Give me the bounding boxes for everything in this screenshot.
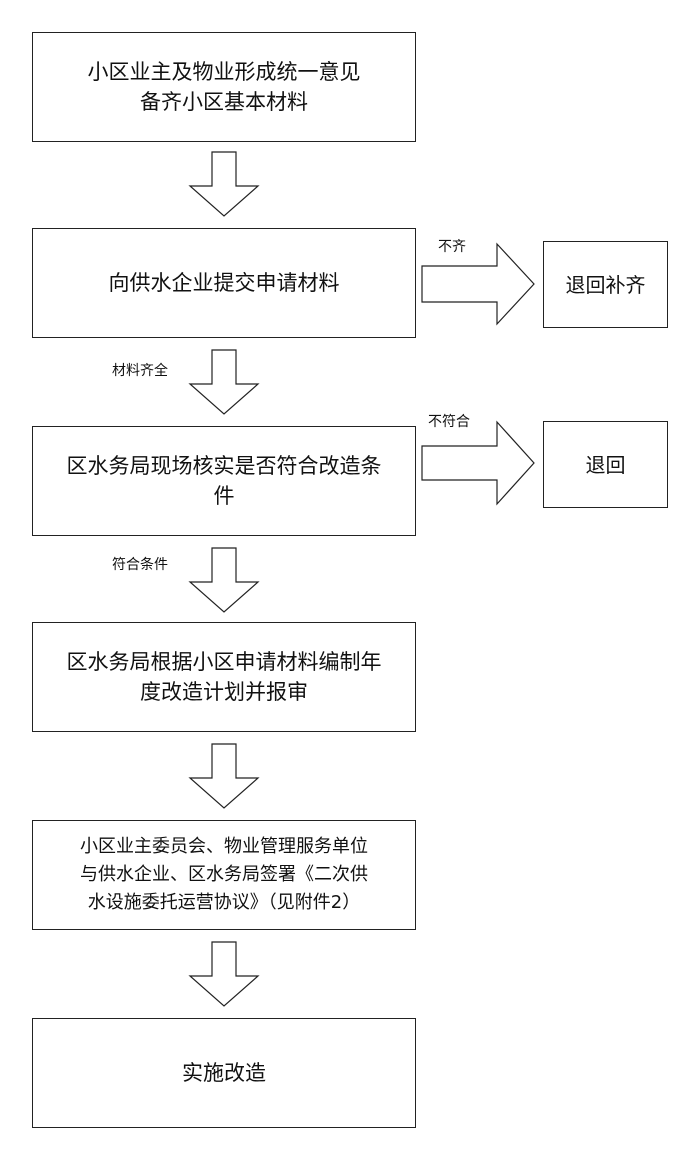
down-arrow-5: [188, 941, 260, 1007]
right-arrow-2: [421, 420, 535, 506]
step-6-line-1: 实施改造: [182, 1061, 266, 1085]
return-label: 退回: [585, 452, 626, 477]
step-5-line-3: 水设施委托运营协议》（见附件2）: [87, 892, 361, 913]
step-5-line-2: 与供水企业、区水务局签署《二次供: [80, 864, 368, 885]
step-3-line-2: 件: [213, 484, 235, 508]
down-arrow-3: [188, 547, 260, 613]
step-4-line-2: 度改造计划并报审: [140, 680, 308, 704]
down-arrow-2: [188, 349, 260, 415]
label-not-compliant: 不符合: [428, 414, 470, 430]
label-compliant: 符合条件: [112, 557, 168, 573]
label-complete: 材料齐全: [112, 363, 168, 379]
step-1-line-1: 小区业主及物业形成统一意见: [87, 60, 361, 84]
label-incomplete: 不齐: [438, 239, 466, 255]
step-6-box: 实施改造: [32, 1018, 416, 1128]
return-supplement-box: 退回补齐: [543, 241, 668, 328]
down-arrow-1: [188, 151, 260, 217]
down-arrow-4: [188, 743, 260, 809]
step-2-line-1: 向供水企业提交申请材料: [108, 271, 340, 295]
return-supplement-label: 退回补齐: [565, 272, 646, 297]
step-3-line-1: 区水务局现场核实是否符合改造条: [66, 454, 382, 478]
right-arrow-1: [421, 242, 535, 326]
step-5-line-1: 小区业主委员会、物业管理服务单位: [80, 836, 368, 857]
return-box: 退回: [543, 421, 668, 508]
step-5-box: 小区业主委员会、物业管理服务单位 与供水企业、区水务局签署《二次供 水设施委托运…: [32, 820, 416, 930]
step-3-box: 区水务局现场核实是否符合改造条 件: [32, 426, 416, 536]
step-1-box: 小区业主及物业形成统一意见 备齐小区基本材料: [32, 32, 416, 142]
step-4-box: 区水务局根据小区申请材料编制年 度改造计划并报审: [32, 622, 416, 732]
step-1-line-2: 备齐小区基本材料: [140, 90, 308, 114]
step-2-box: 向供水企业提交申请材料: [32, 228, 416, 338]
step-4-line-1: 区水务局根据小区申请材料编制年: [66, 650, 382, 674]
